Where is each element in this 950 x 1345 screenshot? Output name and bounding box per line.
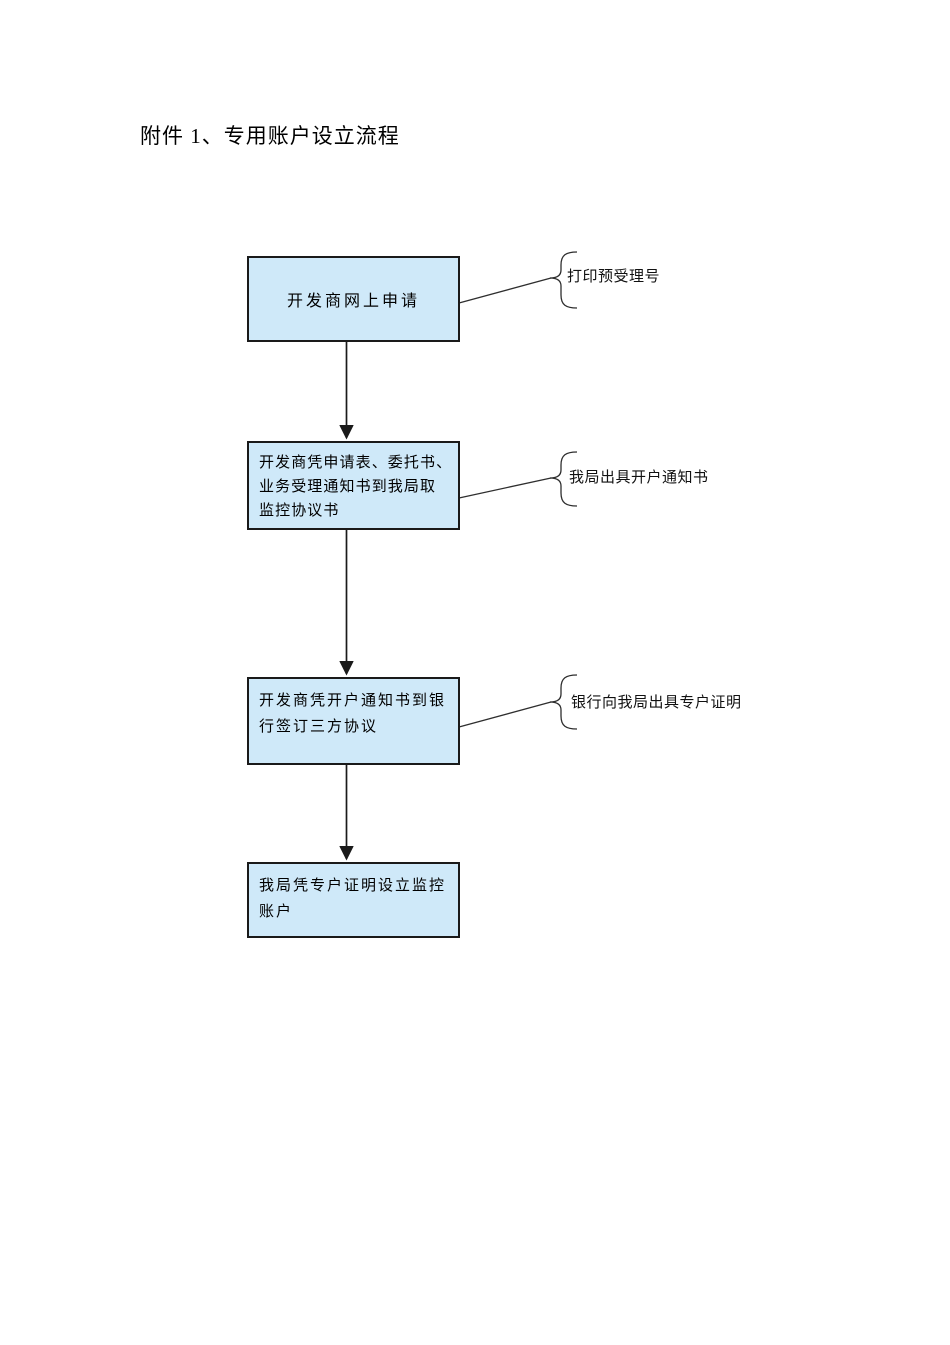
callout-connector-3 — [458, 701, 552, 728]
callout-label-print-number: 打印预受理号 — [567, 269, 661, 285]
callout-label-issue-notice: 我局出具开户通知书 — [569, 470, 709, 486]
callout-connector-2 — [458, 477, 552, 499]
flow-step-label: 开发商网上申请 — [286, 293, 420, 310]
flow-step-get-agreement: 开发商凭申请表、委托书、 业务受理通知书到我局取 监控协议书 — [247, 441, 460, 530]
flow-step-apply-online: 开发商网上申请 — [247, 256, 460, 342]
flow-step-label: 开发商凭开户通知书到银 行签订三方协议 — [259, 693, 447, 735]
flow-step-label: 我局凭专户证明设立监控 账户 — [259, 878, 447, 920]
callout-connector-1 — [458, 277, 552, 304]
flow-step-setup-account: 我局凭专户证明设立监控 账户 — [247, 862, 460, 938]
flow-step-sign-tripartite: 开发商凭开户通知书到银 行签订三方协议 — [247, 677, 460, 765]
page-title: 附件 1、专用账户设立流程 — [140, 124, 400, 148]
flow-step-label: 开发商凭申请表、委托书、 业务受理通知书到我局取 监控协议书 — [259, 455, 453, 519]
callout-label-bank-certificate: 银行向我局出具专户证明 — [571, 695, 742, 711]
